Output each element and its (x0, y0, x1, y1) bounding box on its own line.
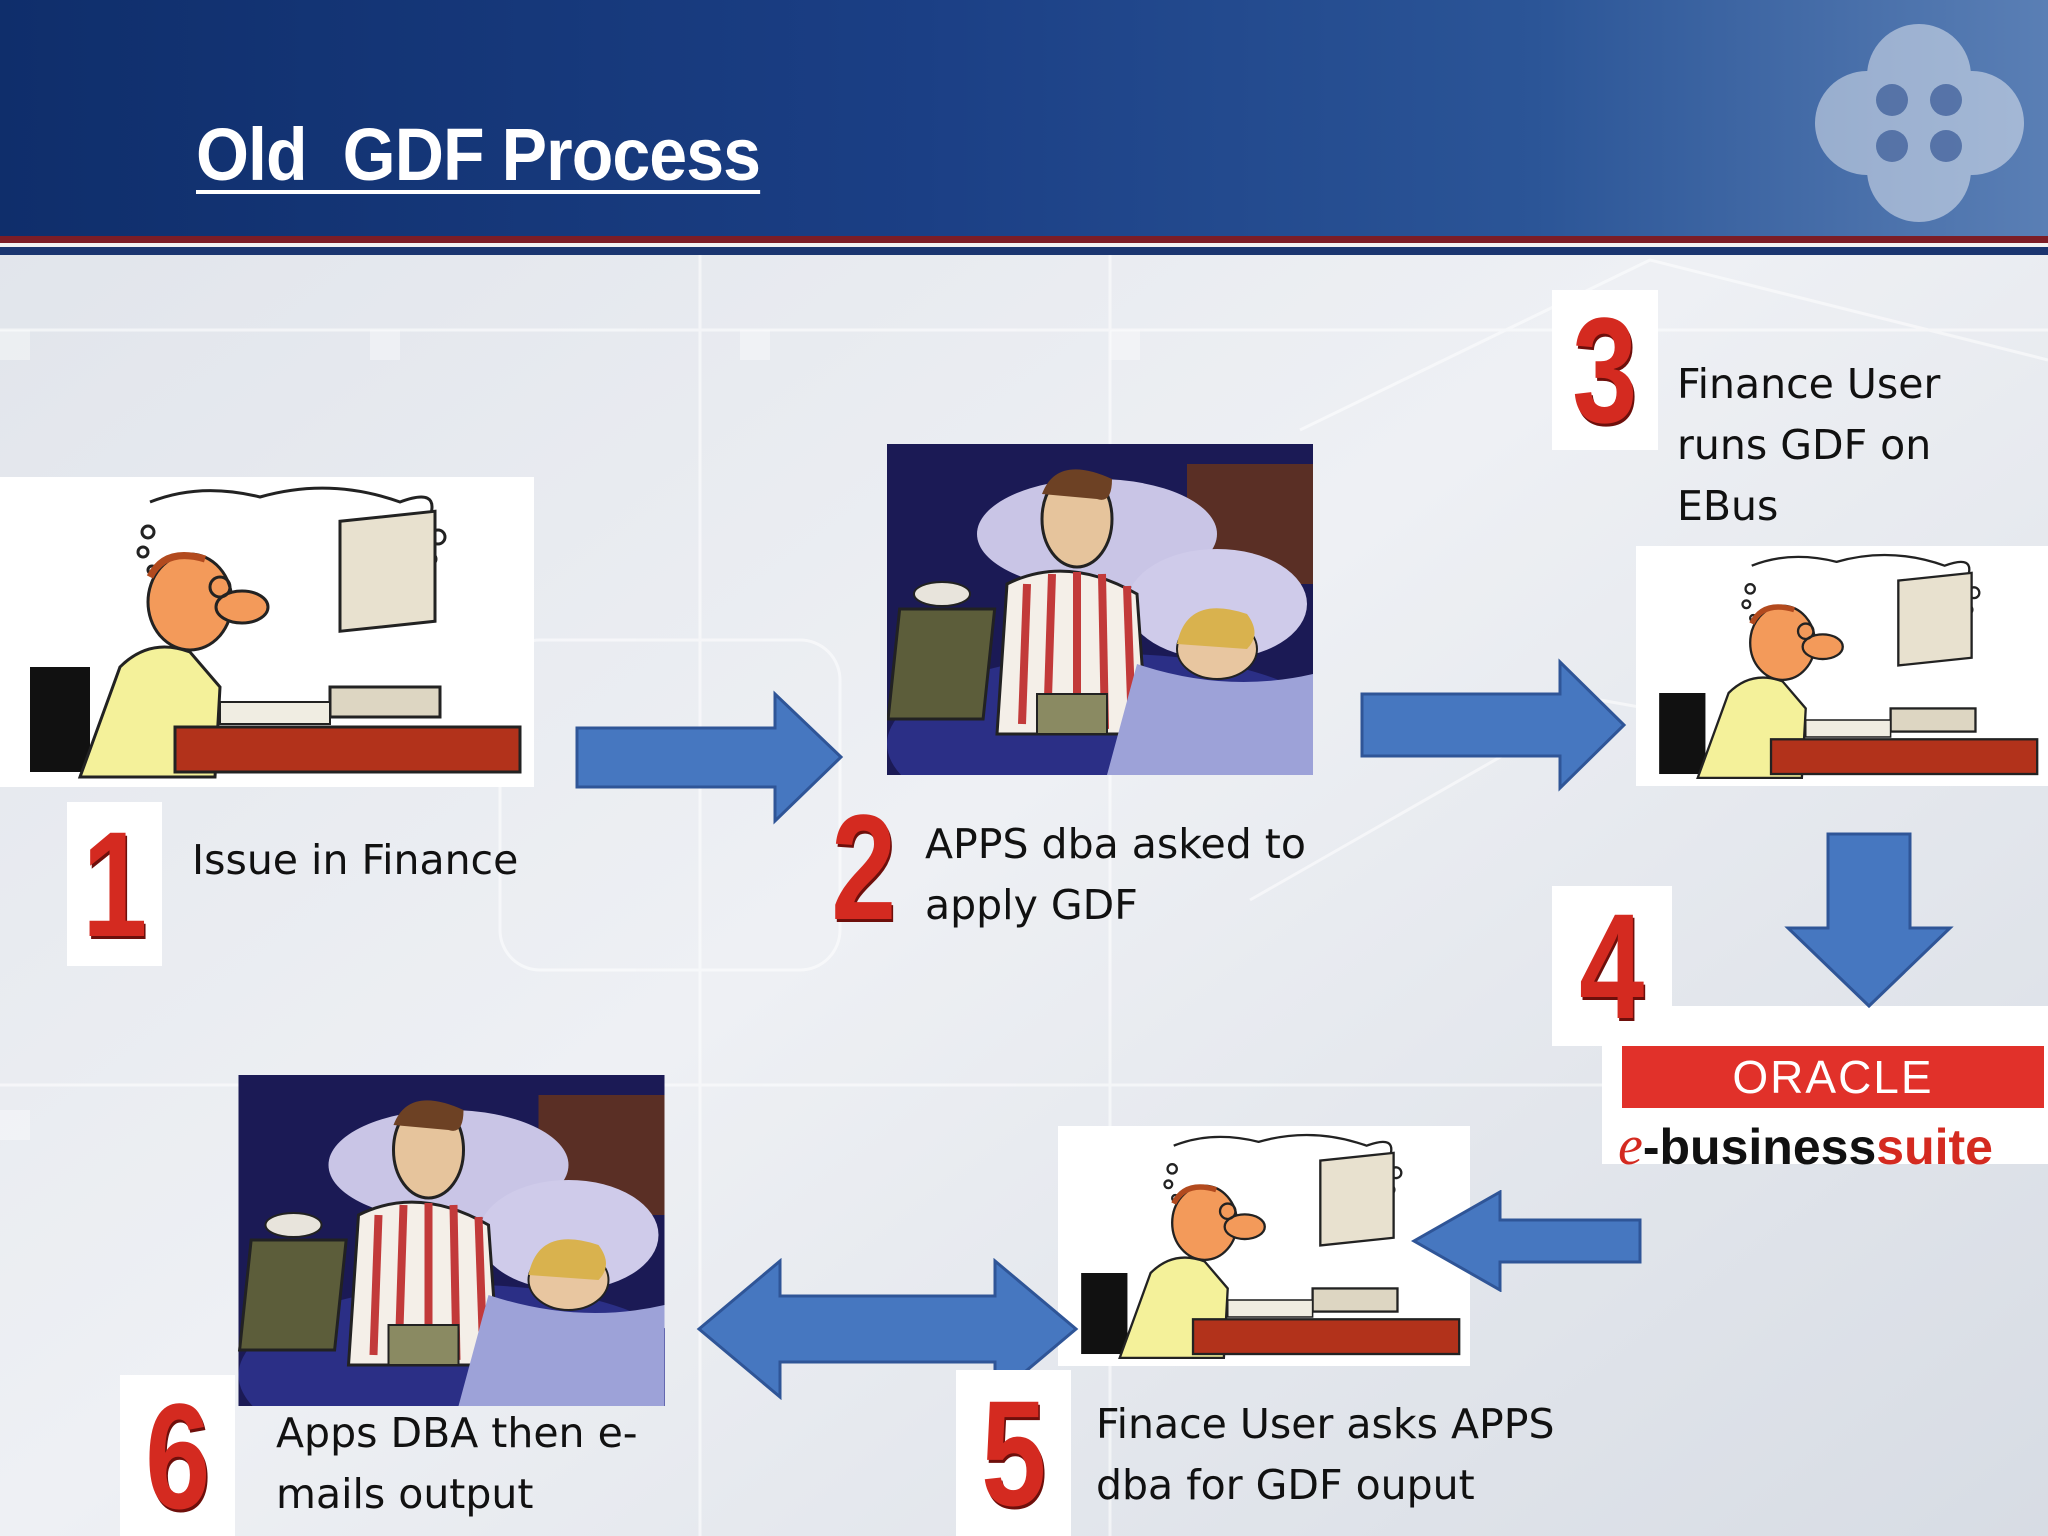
step6-caption: Apps DBA then e- mails output (276, 1403, 638, 1525)
arrow-right-1-icon (575, 690, 844, 825)
step4-number-text: 4 (1579, 886, 1645, 1046)
ebs-business: -business (1642, 1119, 1877, 1175)
step5-number-text: 5 (980, 1370, 1047, 1536)
slide-header: Old GDF Process (0, 0, 2048, 236)
step3-number: 3 (1552, 290, 1658, 450)
step6-number-text: 6 (144, 1375, 211, 1536)
step3-number-text: 3 (1572, 290, 1638, 450)
step6-caption-line1: Apps DBA then e- (276, 1409, 638, 1457)
step1-office-cartoon (0, 477, 534, 787)
step2-caption: APPS dba asked to apply GDF (925, 814, 1306, 936)
header-divider-dark (0, 247, 2048, 255)
slide-title: Old GDF Process (196, 113, 761, 196)
step4-number: 4 (1552, 886, 1672, 1046)
header-divider-light (0, 243, 2048, 247)
header-divider (0, 236, 2048, 243)
step5-number: 5 (956, 1370, 1071, 1536)
step3-caption-line1: Finance User (1677, 360, 1941, 408)
step3-caption-line2: runs GDF on (1677, 421, 1932, 469)
step2-caption-line1: APPS dba asked to (925, 820, 1306, 868)
step6-bed-cartoon (238, 1075, 665, 1406)
circles-logo-icon (1815, 24, 2024, 222)
step2-number: 2 (818, 798, 910, 936)
step1-number-text: 1 (81, 802, 148, 966)
ebusiness-suite-text: e-businesssuite (1618, 1114, 1993, 1178)
step1-caption-line: Issue in Finance (192, 836, 519, 884)
step6-caption-line2: mails output (276, 1470, 534, 1518)
step5-office-cartoon (1058, 1126, 1470, 1366)
arrow-right-2-icon (1360, 658, 1627, 792)
step2-caption-line2: apply GDF (925, 881, 1138, 929)
oracle-brand-bar: ORACLE (1622, 1046, 2044, 1108)
arrow-left-icon (1410, 1190, 1642, 1292)
oracle-brand-text: ORACLE (1732, 1051, 1934, 1103)
step3-caption: Finance User runs GDF on EBus (1677, 354, 1940, 537)
step5-caption: Finace User asks APPS dba for GDF ouput (1096, 1394, 1555, 1516)
ebs-suite: suite (1876, 1119, 1993, 1175)
oracle-ebusiness-suite-logo: ORACLE e-businesssuite (1602, 1006, 2048, 1177)
step2-bed-cartoon (887, 444, 1313, 775)
arrow-down-icon (1784, 832, 1954, 1009)
arrow-double-icon (696, 1258, 1079, 1400)
step6-number: 6 (120, 1375, 235, 1536)
step5-caption-line2: dba for GDF ouput (1096, 1461, 1475, 1509)
step3-office-cartoon (1636, 546, 2048, 786)
step2-number-text: 2 (831, 798, 897, 936)
step1-caption: Issue in Finance (192, 830, 518, 891)
step1-number: 1 (67, 802, 162, 966)
step3-caption-line3: EBus (1677, 482, 1779, 530)
ebs-e: e (1618, 1115, 1643, 1177)
step5-caption-line1: Finace User asks APPS (1096, 1400, 1555, 1448)
